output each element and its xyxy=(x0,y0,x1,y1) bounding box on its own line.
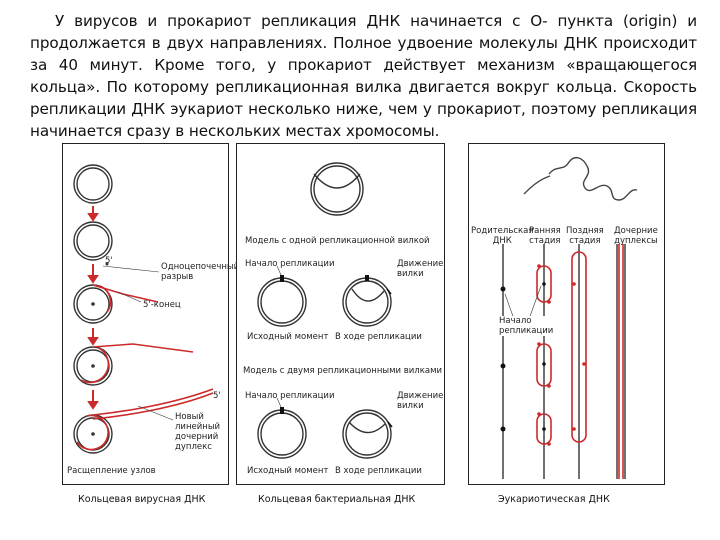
viral-unwinding-label: Расщепление узлов xyxy=(67,466,156,476)
caption-viral: Кольцевая вирусная ДНК xyxy=(78,494,205,505)
bacterial-dna-figure: Модель с одной репликационной вилкой Нач… xyxy=(236,143,445,485)
model-two-forks-label: Модель с двумя репликационными вилками xyxy=(243,366,442,376)
viral-strand-end-label: 5' xyxy=(213,391,221,401)
bacterial-fork-move-bottom-label: Движение вилки xyxy=(397,391,443,411)
eukaryotic-dna-figure: Родительская ДНК Ранняя стадия Поздняя с… xyxy=(468,143,665,485)
bacterial-start-top-label: Начало репликации xyxy=(245,259,334,269)
viral-nick-label: Одноцепочечный разрыв xyxy=(161,262,239,282)
bacterial-initial-top-label: Исходный момент xyxy=(247,332,328,342)
bacterial-fork-move-top-label: Движение вилки xyxy=(397,259,443,279)
viral-5end-label: 5'-конец xyxy=(143,300,181,310)
col-late-stage-label: Поздняя стадия xyxy=(566,226,604,246)
viral-dna-figure: 5' Одноцепочечный разрыв 5'-конец 5' Нов… xyxy=(62,143,229,485)
viral-5prime-label: 5' xyxy=(105,256,113,266)
caption-bacterial: Кольцевая бактериальная ДНК xyxy=(258,494,415,505)
bacterial-initial-bottom-label: Исходный момент xyxy=(247,466,328,476)
bacterial-start-bottom-label: Начало репликации xyxy=(245,391,334,401)
bacterial-diagram xyxy=(237,144,444,484)
origin-label: Начало репликации xyxy=(499,316,553,336)
model-one-fork-label: Модель с одной репликационной вилкой xyxy=(245,236,430,246)
bacterial-progress-top-label: В ходе репликации xyxy=(335,332,422,342)
col-daughter-duplex-label: Дочерние дуплексы xyxy=(614,226,658,246)
caption-eukaryotic: Эукариотическая ДНК xyxy=(498,494,610,505)
viral-new-duplex-label: Новый линейный дочерний дуплекс xyxy=(175,412,220,452)
body-paragraph: У вирусов и прокариот репликация ДНК нач… xyxy=(30,10,697,142)
eukaryotic-diagram xyxy=(469,144,664,484)
col-parent-dna-label: Родительская ДНК xyxy=(471,226,533,246)
col-early-stage-label: Ранняя стадия xyxy=(529,226,561,246)
bacterial-progress-bottom-label: В ходе репликации xyxy=(335,466,422,476)
